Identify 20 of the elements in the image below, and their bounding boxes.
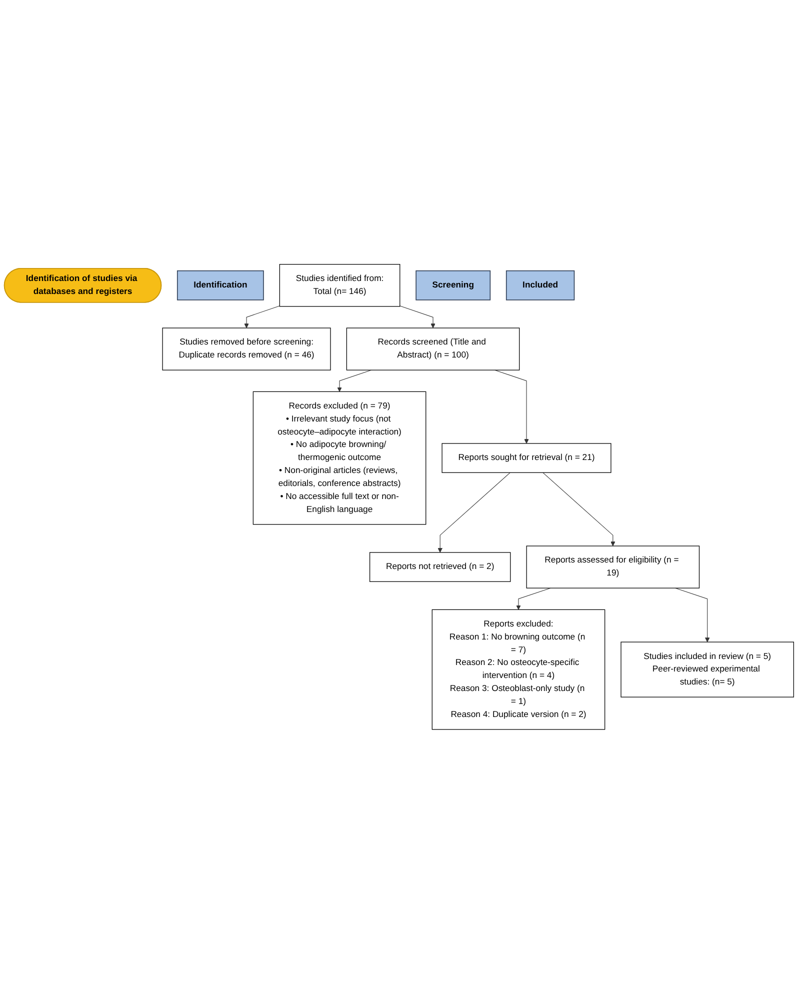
node-box: Records screened (Title and Abstract) (n = 100)	[346, 328, 520, 370]
arrow	[494, 370, 529, 444]
node-box: Studies included in review (n = 5) Peer-reviewed experimental studies: (n= 5)	[620, 642, 794, 698]
node-box: Studies identified from: Total (n= 146)	[279, 264, 400, 307]
arrow	[516, 588, 551, 610]
node-box: Reports assessed for eligibility (n = 19)	[526, 546, 700, 588]
node-box: Records excluded (n = 79) • Irrelevant study focus (not osteocyte–adipocyte interaction) • No adipocyte browning/ thermogenic outcome • Non-original articles (reviews, editorials, conference abstracts) • No accessible full text or non-English language	[252, 391, 426, 525]
node-box: Studies removed before screening: Duplicate records removed (n = 46)	[162, 328, 331, 370]
node-box: Reports excluded: Reason 1: No browning outcome (n = 7) Reason 2: No osteocyte-specific intervention (n = 4) Reason 3: Osteoblast-only study (n = 1) Reason 4: Duplicate version (n = 2)	[432, 609, 606, 730]
arrow	[244, 306, 280, 328]
arrow	[675, 588, 710, 642]
arrow	[337, 370, 372, 392]
node-box: Reports not retrieved (n = 2)	[369, 552, 511, 582]
node-box: Reports sought for retrieval (n = 21)	[442, 443, 612, 474]
arrow	[542, 472, 616, 546]
arrow	[438, 472, 510, 553]
node-box: Screening	[416, 270, 491, 300]
node-box: Included	[506, 270, 575, 300]
node-box: Identification	[176, 270, 264, 300]
arrow	[400, 306, 436, 328]
